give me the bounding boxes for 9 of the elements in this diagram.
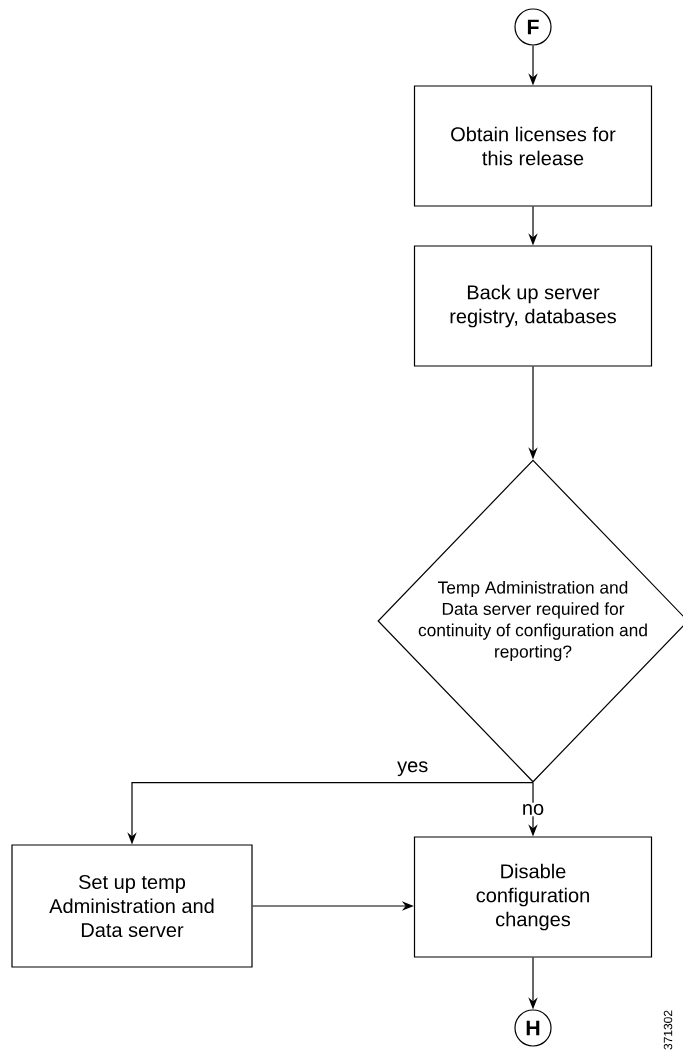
process-box: Disable configuration changes — [413, 836, 653, 958]
start-connector: F — [514, 8, 552, 46]
edge-label: yes — [397, 761, 428, 777]
figure-number: 371302 — [663, 1010, 673, 1050]
process-box: Obtain licenses for this release — [413, 85, 653, 207]
end-connector: H — [514, 1009, 552, 1047]
process-box: Set up temp Administration and Data server — [11, 844, 253, 968]
edge-label: no — [520, 802, 546, 817]
process-box: Back up server registry, databases — [413, 245, 653, 367]
